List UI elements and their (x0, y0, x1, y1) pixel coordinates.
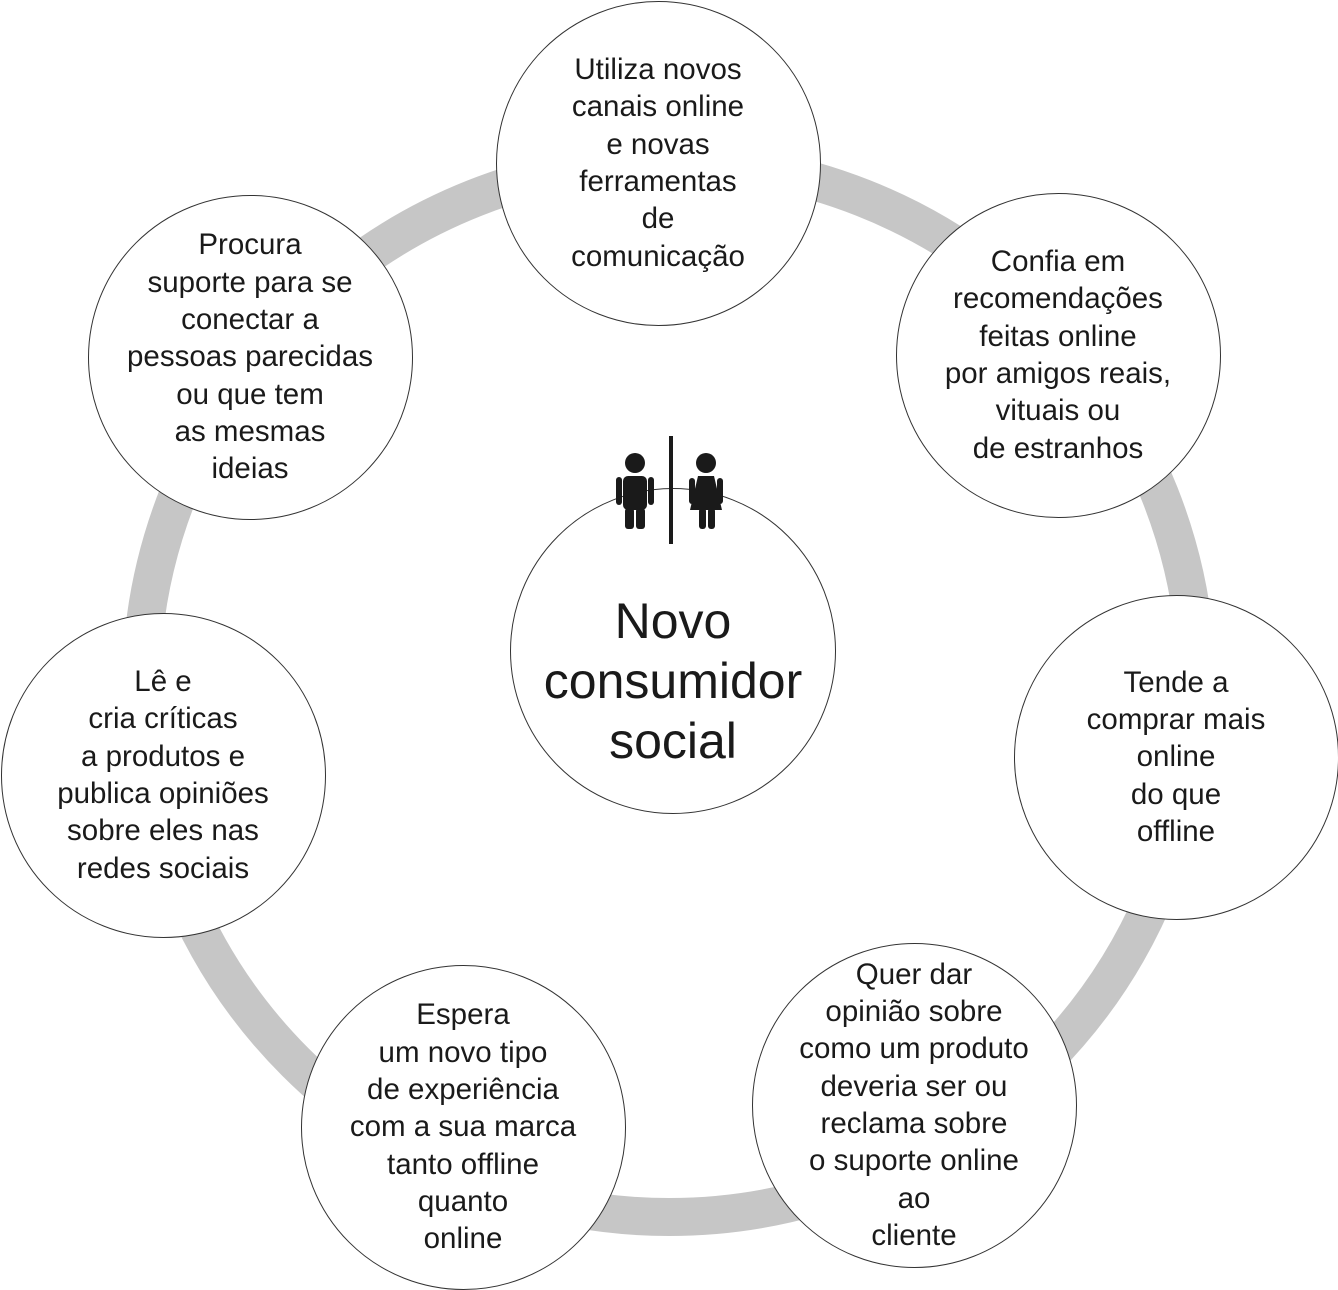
man-icon-right-arm (648, 477, 654, 505)
node-circle-novos-canais: Utiliza novos canais online e novas ferr… (495, 0, 821, 326)
node-circle-comprar-online: Tende a comprar mais online do que offli… (1013, 594, 1338, 920)
woman-icon-left-leg (699, 508, 706, 529)
restroom-divider (669, 436, 673, 544)
node-text-criticas-produtos: Lê e cria críticas a produtos e publica … (57, 665, 269, 885)
node-circle-suporte-conectar: Procura suporte para se conectar a pesso… (87, 194, 413, 520)
man-icon-head (625, 453, 645, 473)
woman-icon-dress (690, 476, 722, 510)
node-text-dar-opiniao: Quer dar opinião sobre como um produto d… (799, 957, 1029, 1252)
woman-icon-right-leg (708, 508, 715, 529)
node-text-nova-experiencia: Espera um novo tipo de experiência com a… (349, 998, 577, 1256)
node-text-novos-canais: Utiliza novos canais online e novas ferr… (571, 53, 745, 273)
woman-icon-left-arm (689, 478, 695, 504)
center-title: Novo consumidor social (543, 593, 803, 769)
node-circle-dar-opiniao: Quer dar opinião sobre como um produto d… (751, 942, 1077, 1268)
node-text-confia-recomendacoes: Confia em recomendações feitas online po… (944, 245, 1172, 465)
woman-icon-head (696, 453, 716, 473)
man-woman-restroom-icon (616, 436, 723, 544)
node-text-suporte-conectar: Procura suporte para se conectar a pesso… (127, 228, 373, 486)
man-icon-left-leg (625, 508, 634, 529)
man-icon-left-arm (616, 477, 622, 505)
man-icon-right-leg (636, 508, 645, 529)
node-text-comprar-online: Tende a comprar mais online do que offli… (1086, 665, 1266, 848)
node-circle-criticas-produtos: Lê e cria críticas a produtos e publica … (0, 612, 326, 938)
node-circle-nova-experiencia: Espera um novo tipo de experiência com a… (300, 964, 626, 1290)
man-icon-body (623, 476, 647, 510)
node-circle-confia-recomendacoes: Confia em recomendações feitas online po… (895, 192, 1221, 518)
woman-icon-right-arm (717, 478, 723, 504)
